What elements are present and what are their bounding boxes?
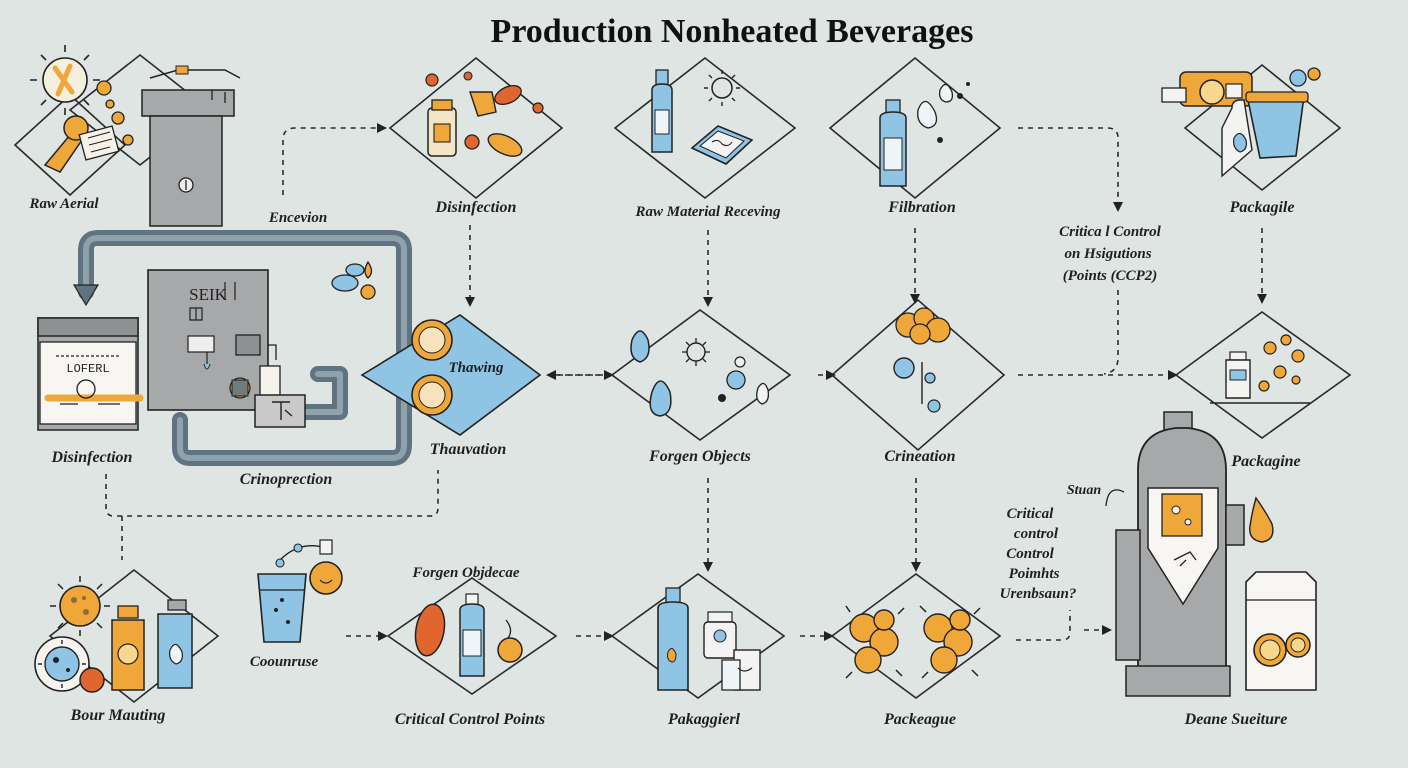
droplet-icon	[649, 380, 672, 417]
label-counruse: Coounruse	[250, 654, 319, 670]
label-packeague: Packeague	[883, 711, 956, 728]
flask-icon	[309, 561, 343, 595]
foam-icon	[895, 307, 951, 345]
drop-icon	[1249, 496, 1274, 543]
food-cluster-icon	[845, 605, 981, 679]
counruse-node	[257, 539, 343, 643]
label-filtration: Filbration	[887, 199, 956, 216]
storage-tank	[1105, 411, 1274, 697]
label-thawing: Thawing	[448, 360, 504, 376]
jar-icon	[721, 649, 761, 691]
disinfection-station: LOFERL	[37, 317, 144, 431]
packagile-node	[1161, 63, 1342, 192]
thawing-node	[360, 314, 542, 436]
virus-icon	[50, 576, 110, 636]
label-disinfection-top: Disinfection	[435, 199, 517, 216]
label-crineation: Crineation	[884, 448, 955, 465]
crineation-node	[830, 298, 1006, 452]
label-critical-control-points: Critical Control Points	[395, 711, 545, 728]
bottle-icon	[879, 99, 907, 187]
processing-machine: SEIK	[147, 269, 306, 428]
bacteria-icon	[425, 71, 544, 157]
label-stuan: Stuan	[1067, 483, 1101, 498]
panel-code: LOFERL	[66, 362, 109, 376]
label-packagine: Packagine	[1230, 453, 1300, 470]
ccp-side-line4: Poimhts	[1009, 566, 1060, 582]
label-encevion: Encevion	[268, 210, 327, 226]
bacteria-icon	[96, 80, 134, 146]
virus-icon	[34, 636, 90, 692]
microbe-icon	[79, 667, 105, 693]
microbe-cluster-icon	[331, 260, 376, 300]
tray-icon	[690, 125, 754, 165]
bottle-icon	[459, 593, 485, 677]
ccp-note-line2: on Hsigutions	[1064, 246, 1151, 262]
disinfection-top-node	[388, 56, 564, 200]
connector-encevion-disinfection	[282, 123, 387, 195]
label-raw-material-receiving: Raw Material Receving	[635, 204, 781, 220]
bacteria-icon	[414, 603, 446, 657]
diagram-title: Production Nonheated Beverages	[491, 13, 974, 50]
ccp-side-line1: Critical	[1007, 506, 1055, 522]
filtration-node	[828, 56, 1002, 200]
connector-packeague-ccp	[1016, 610, 1071, 641]
ccp-side-line5: Urenbsaun?	[1000, 586, 1077, 602]
packaging-machine-icon	[1161, 67, 1321, 178]
label-raw-aerial: Raw Aerial	[28, 196, 99, 212]
droplet-icon	[630, 330, 650, 363]
carton-icon	[1245, 571, 1317, 691]
packeague-node	[830, 573, 1002, 699]
microbe-icon	[893, 357, 915, 379]
jar-icon	[703, 611, 737, 659]
screen-code: SEIK	[189, 285, 228, 304]
label-thauvation: Thauvation	[430, 441, 507, 458]
label-bour-mauting: Bour Mauting	[70, 707, 166, 724]
dispenser-machine	[141, 65, 241, 227]
water-splash-icon	[917, 82, 970, 143]
ccp-side-line2: control	[1014, 526, 1059, 542]
connector-bottom-loop	[105, 470, 439, 517]
ccp-note-line3: (Points (CCP2)	[1063, 268, 1158, 284]
bottle-icon	[111, 605, 145, 691]
virus-icon	[30, 45, 100, 115]
sun-icon	[704, 70, 740, 106]
label-crinoprection: Crinoprection	[240, 471, 333, 488]
label-deane-sueiture: Deane Sueiture	[1184, 711, 1288, 728]
virus-icon	[682, 338, 710, 366]
bottle-icon	[651, 69, 673, 153]
spray-bottle-icon	[157, 599, 193, 689]
ccp-side-line3: Control	[1006, 546, 1054, 562]
packagine-node	[1174, 311, 1352, 439]
jar-icon	[427, 99, 457, 157]
label-disinfection-left: Disinfection	[51, 449, 133, 466]
label-pakaggierl: Pakaggierl	[667, 711, 741, 728]
microbe-icon	[726, 370, 746, 390]
bottle-icon	[1225, 351, 1251, 399]
connector-filtration-ccp	[1018, 127, 1123, 212]
bour-mauting-node	[34, 568, 220, 704]
forgen-objects-node	[610, 309, 792, 441]
label-forgen-objdecae: Forgen Objdecae	[411, 565, 519, 581]
flask-icon	[497, 637, 523, 663]
critical-control-points-node	[386, 577, 558, 695]
raw-aerial-node	[13, 45, 212, 197]
pipe-system	[72, 230, 412, 466]
raw-material-receiving-node	[613, 56, 797, 200]
pakaggierl-node	[610, 573, 786, 699]
bottle-icon	[657, 587, 689, 691]
ccp-note-line1: Critica l Control	[1059, 224, 1162, 240]
document-icon	[78, 125, 120, 161]
label-forgen-objects: Forgen Objects	[648, 448, 751, 465]
bubbles-icon	[1258, 334, 1305, 392]
label-packagile: Packagile	[1229, 199, 1295, 216]
connector-ccp-down	[1103, 290, 1119, 375]
